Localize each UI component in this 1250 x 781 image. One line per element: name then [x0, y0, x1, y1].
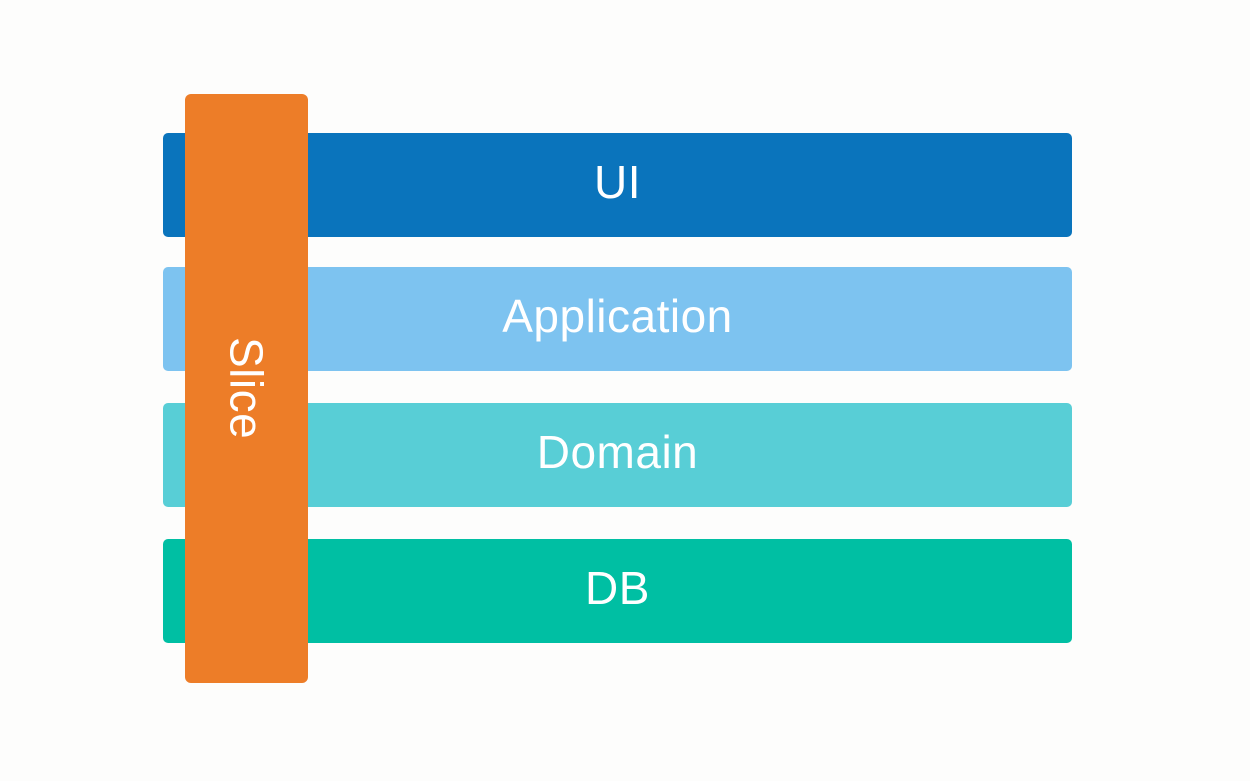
layer-bar-db: DB [163, 539, 1072, 643]
layer-label-db: DB [585, 562, 650, 614]
layer-label-application: Application [502, 290, 733, 342]
layer-bar-application: Application [163, 267, 1072, 371]
layer-label-ui: UI [594, 156, 641, 208]
layer-bar-ui: UI [163, 133, 1072, 237]
slice-bar: Slice [185, 94, 308, 683]
layer-bar-domain: Domain [163, 403, 1072, 507]
layer-label-domain: Domain [536, 426, 699, 478]
slice-label: Slice [220, 337, 273, 440]
